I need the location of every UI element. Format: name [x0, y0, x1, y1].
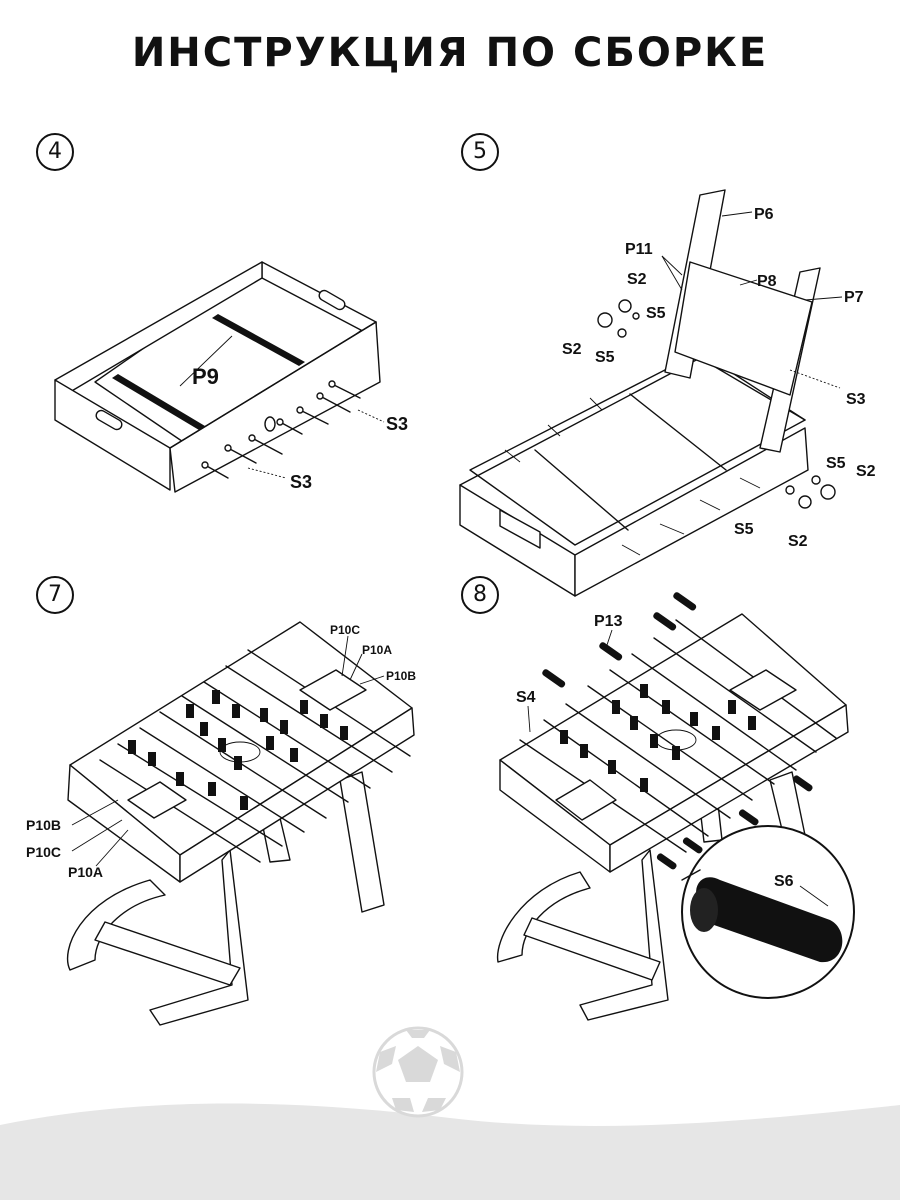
label-p10b-top: P10B — [386, 669, 416, 683]
soccer-ball-icon — [372, 1026, 464, 1118]
label-s6: S6 — [774, 873, 794, 890]
label-s4: S4 — [516, 689, 536, 706]
label-s3-top: S3 — [386, 414, 408, 434]
label-p10c-bottom: P10C — [26, 844, 61, 860]
label-p10a-top: P10A — [362, 643, 392, 657]
label-p10c-top: P10C — [330, 623, 360, 637]
step-7-number: 7 — [36, 576, 74, 614]
label-p9: P9 — [192, 364, 219, 389]
label-s2-b: S2 — [562, 341, 582, 358]
label-p10b-bottom: P10B — [26, 817, 61, 833]
label-s5-b: S5 — [595, 349, 615, 366]
step-5-number: 5 — [461, 133, 499, 171]
label-s2-a: S2 — [627, 271, 647, 288]
step-7-diagram: P10C P10A P10B P10B P10C P10A — [26, 621, 416, 1026]
step-4-diagram: P9 S3 S3 — [54, 261, 408, 493]
label-p13: P13 — [594, 613, 623, 630]
label-p6: P6 — [754, 206, 774, 223]
label-s3: S3 — [846, 391, 866, 408]
label-p11: P11 — [625, 241, 653, 258]
step-8-diagram: P13 S4 S6 — [496, 592, 855, 1021]
label-p8: P8 — [757, 273, 777, 290]
label-s5-d: S5 — [734, 521, 754, 538]
label-s2-d: S2 — [788, 533, 808, 550]
label-s3-bottom: S3 — [290, 472, 312, 492]
label-s5-a: S5 — [646, 305, 666, 322]
label-p10a-bottom: P10A — [68, 864, 103, 880]
label-s2-c: S2 — [856, 463, 876, 480]
step-5-diagram: P6 P11 P8 P7 S2 S5 S2 S5 S3 S5 S2 S5 S2 — [459, 189, 876, 597]
step-8-number: 8 — [461, 576, 499, 614]
step-4-number: 4 — [36, 133, 74, 171]
page-title: ИНСТРУКЦИЯ ПО СБОРКЕ — [131, 30, 769, 76]
label-s5-c: S5 — [826, 455, 846, 472]
label-p7: P7 — [844, 289, 864, 306]
